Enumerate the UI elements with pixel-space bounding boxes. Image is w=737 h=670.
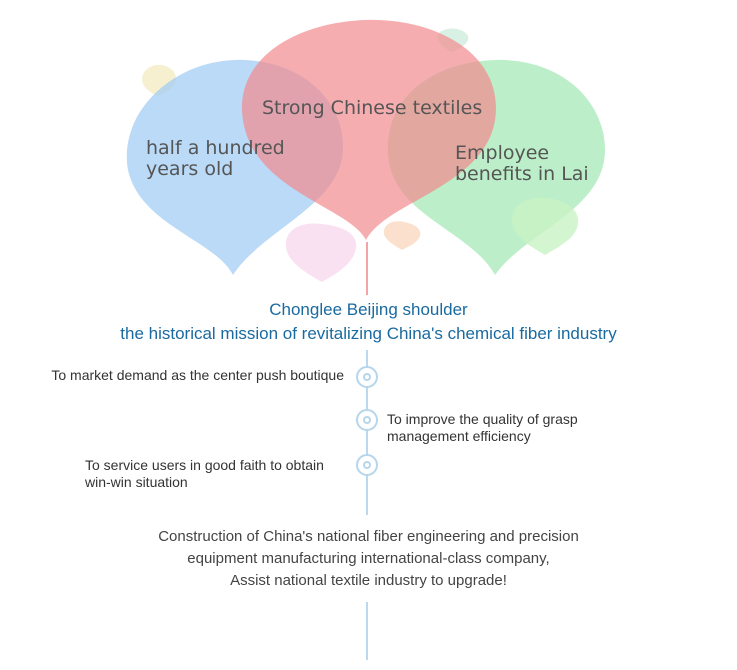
footer-statement: Construction of China's national fiber e…: [0, 526, 737, 592]
timeline-line-bottom: [366, 602, 368, 660]
balloon-illustration: [126, 19, 605, 295]
timeline-item-3: To service users in good faith to obtain…: [85, 457, 324, 491]
balloon-right-label: Employee benefits in Lai: [455, 143, 589, 185]
balloon-left-label: half a hundred years old: [146, 138, 285, 180]
timeline-item-1: To market demand as the center push bout…: [51, 367, 344, 384]
footer-line3: Assist national textile industry to upgr…: [230, 572, 507, 589]
balloon-right-line1: Employee: [455, 142, 550, 164]
small-balloon-green: [512, 197, 579, 255]
balloon-left-line2: years old: [146, 158, 234, 180]
footer-line1: Construction of China's national fiber e…: [158, 528, 579, 545]
timeline-item-2-line2: management efficiency: [387, 428, 531, 444]
timeline-node-1: [356, 366, 378, 388]
balloon-top-label: Strong Chinese textiles: [262, 97, 483, 119]
timeline-node-2: [356, 409, 378, 431]
timeline-line: [366, 350, 368, 515]
timeline-item-2: To improve the quality of grasp manageme…: [387, 411, 578, 445]
mission-heading-line1: Chonglee Beijing shoulder: [269, 300, 468, 319]
balloon-red: [241, 19, 496, 240]
timeline-item-3-line2: win-win situation: [85, 474, 188, 490]
balloon-right-line2: benefits in Lai: [455, 163, 589, 185]
small-balloon-peach: [383, 221, 421, 250]
mission-heading: Chonglee Beijing shoulder the historical…: [0, 298, 737, 346]
timeline-item-2-line1: To improve the quality of grasp: [387, 411, 578, 427]
footer-line2: equipment manufacturing international-cl…: [187, 550, 550, 567]
small-balloon-pink: [285, 223, 357, 282]
timeline-node-3: [356, 454, 378, 476]
timeline-item-3-line1: To service users in good faith to obtain: [85, 457, 324, 473]
mission-heading-line2: the historical mission of revitalizing C…: [120, 324, 617, 343]
balloon-left-line1: half a hundred: [146, 137, 285, 159]
timeline-item-1-line1: To market demand as the center push bout…: [51, 367, 344, 383]
